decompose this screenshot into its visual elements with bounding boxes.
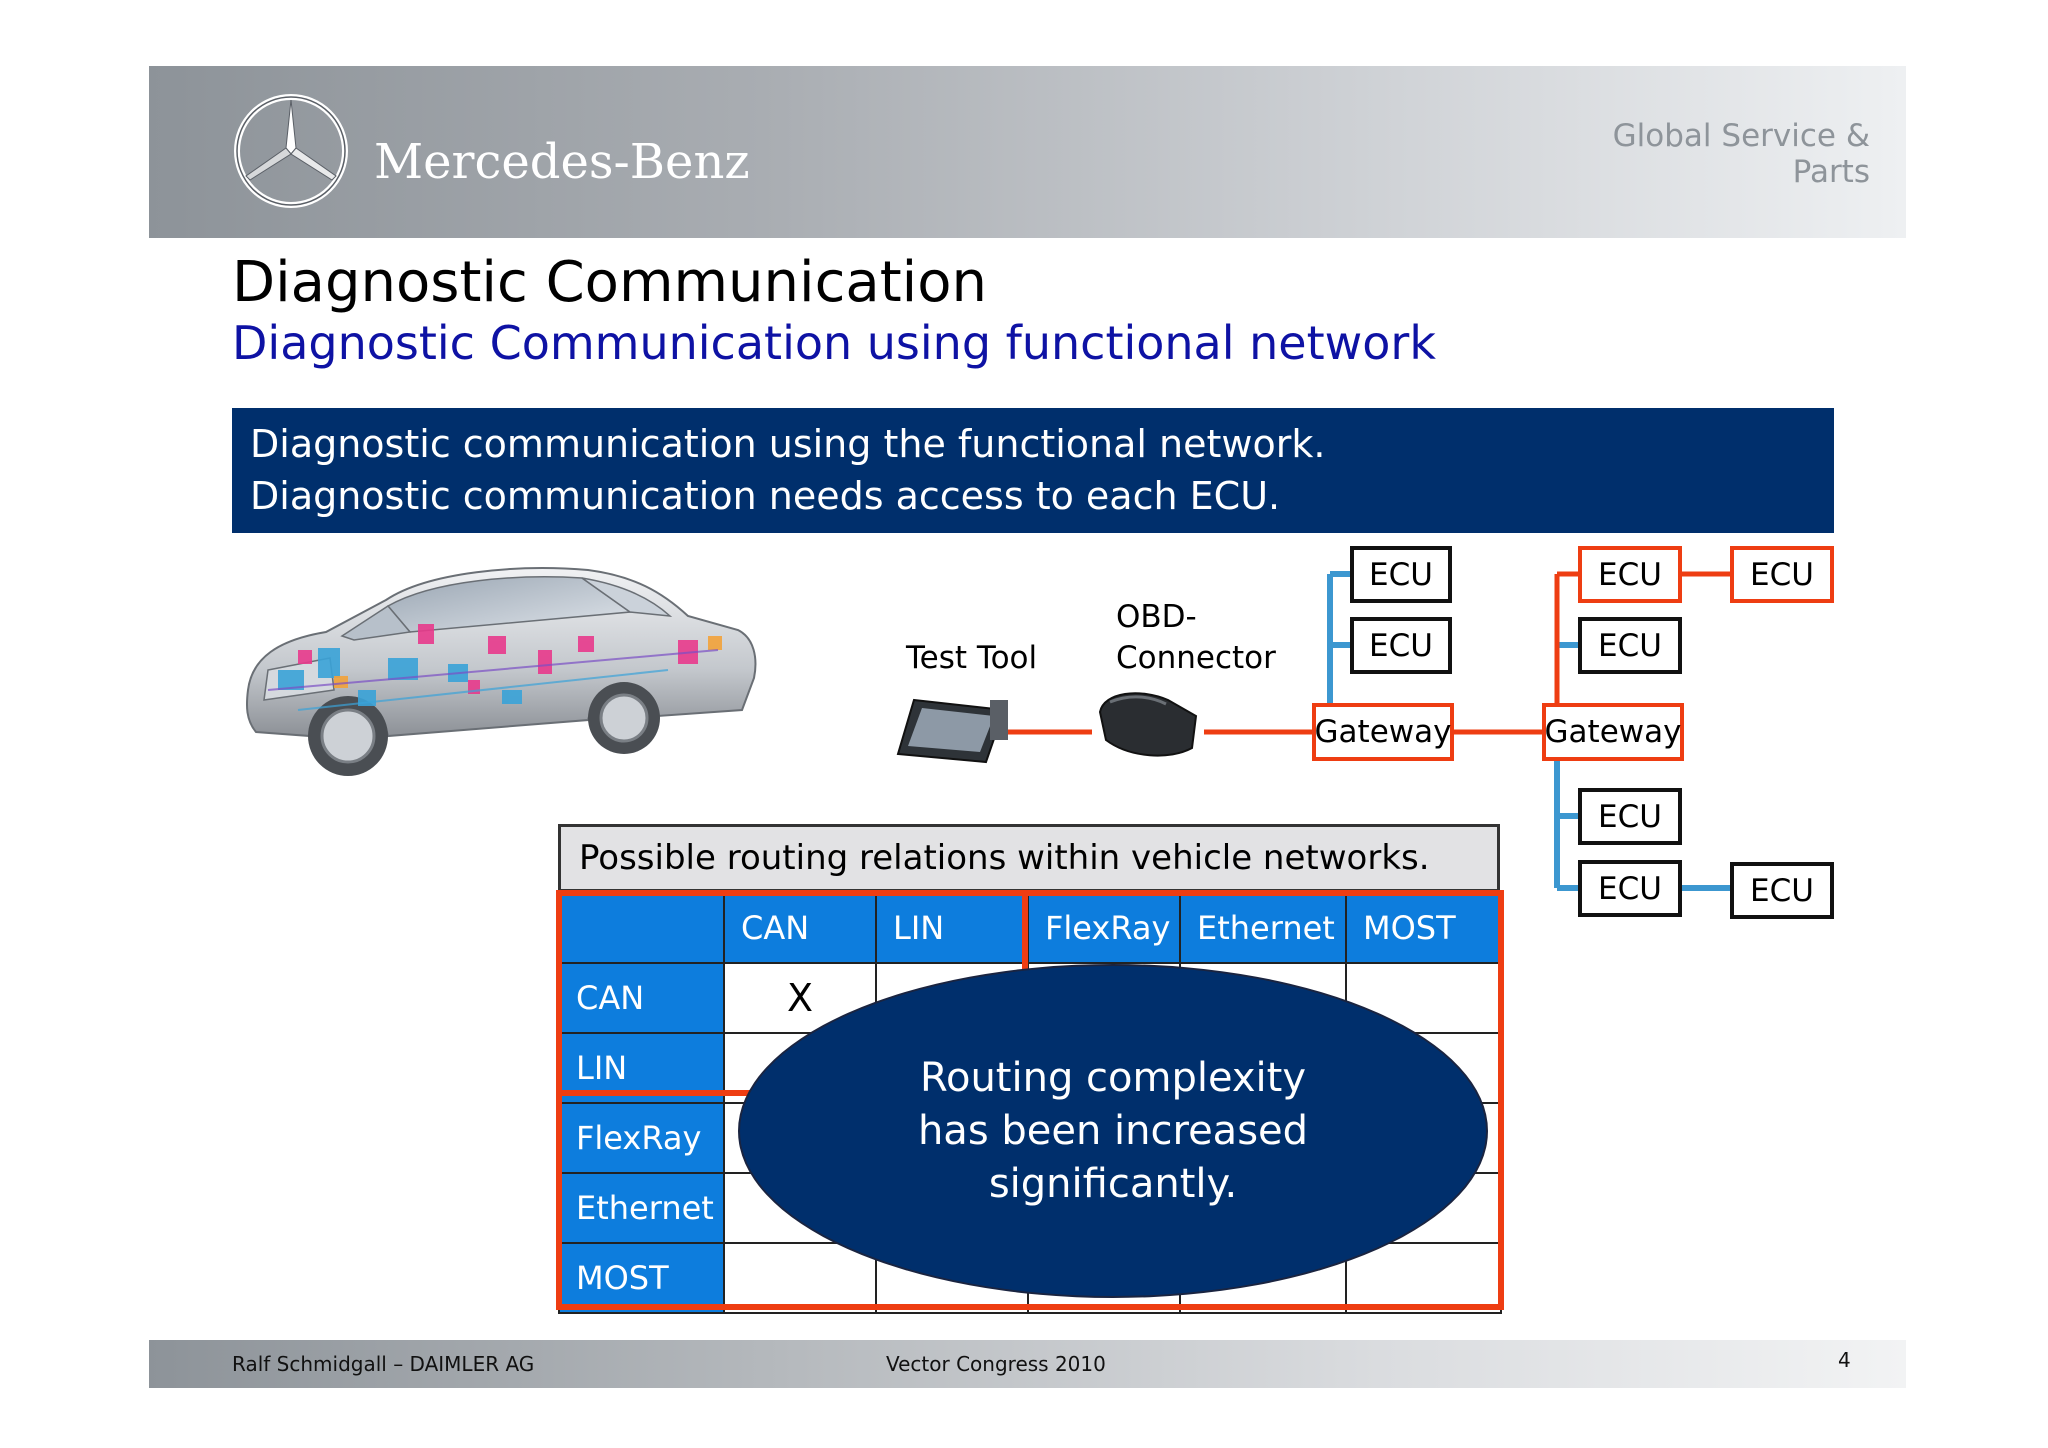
table-cell bbox=[723, 1242, 877, 1314]
ecu-g2-second: ECU bbox=[1578, 617, 1682, 674]
ecu-g2-lower-right: ECU bbox=[1730, 862, 1834, 919]
ecu-g1-top: ECU bbox=[1350, 546, 1452, 603]
obd-label-line2: Connector bbox=[1116, 640, 1276, 676]
blue-links bbox=[1327, 571, 1730, 891]
ecu-g2-top: ECU bbox=[1578, 546, 1682, 603]
col-header: LIN bbox=[875, 892, 1029, 964]
brand-name: Mercedes-Benz bbox=[374, 134, 750, 190]
division-label: Global Service & Parts bbox=[1612, 118, 1870, 190]
row-header: MOST bbox=[558, 1242, 725, 1314]
corner-cell bbox=[558, 892, 725, 964]
page-subtitle: Diagnostic Communication using functiona… bbox=[232, 316, 1436, 370]
table-header-row: CAN LIN FlexRay Ethernet MOST bbox=[558, 892, 1502, 964]
test-tool-label: Test Tool bbox=[906, 640, 1038, 676]
info-line-1: Diagnostic communication using the funct… bbox=[250, 422, 1326, 466]
callout-text: Routing complexity has been increased si… bbox=[740, 1052, 1486, 1211]
vehicle-illustration bbox=[246, 567, 757, 776]
row-header: Ethernet bbox=[558, 1172, 725, 1244]
info-box: Diagnostic communication using the funct… bbox=[232, 408, 1834, 533]
footer-author: Ralf Schmidgall – DAIMLER AG bbox=[232, 1352, 535, 1376]
callout-line-3: significantly. bbox=[988, 1161, 1238, 1207]
callout-ellipse: Routing complexity has been increased si… bbox=[738, 964, 1488, 1298]
page-title: Diagnostic Communication bbox=[232, 250, 987, 315]
test-tool-icon bbox=[896, 698, 1008, 764]
footer-bar bbox=[149, 1340, 1906, 1388]
col-header: MOST bbox=[1345, 892, 1502, 964]
ecu-g2-lower1: ECU bbox=[1578, 788, 1682, 845]
callout-line-1: Routing complexity bbox=[919, 1055, 1307, 1101]
row-header: LIN bbox=[558, 1032, 725, 1104]
ecu-g1-second: ECU bbox=[1350, 617, 1452, 674]
col-header: CAN bbox=[723, 892, 877, 964]
ecu-g2-lower2: ECU bbox=[1578, 860, 1682, 917]
routing-caption: Possible routing relations within vehicl… bbox=[558, 824, 1500, 892]
gateway-2: Gateway bbox=[1542, 703, 1684, 761]
info-line-2: Diagnostic communication needs access to… bbox=[250, 474, 1281, 518]
col-header: FlexRay bbox=[1027, 892, 1181, 964]
obd-label-line1: OBD- bbox=[1116, 599, 1197, 635]
page-number: 4 bbox=[1838, 1348, 1851, 1372]
row-header: FlexRay bbox=[558, 1102, 725, 1174]
row-header: CAN bbox=[558, 962, 725, 1034]
mercedes-star-logo-icon bbox=[234, 94, 348, 208]
red-links bbox=[1004, 571, 1730, 735]
ecu-g2-top-right: ECU bbox=[1730, 546, 1834, 603]
gateway-1: Gateway bbox=[1312, 703, 1454, 761]
obd-connector-icon bbox=[1098, 692, 1198, 757]
callout-line-2: has been increased bbox=[917, 1108, 1309, 1154]
col-header: Ethernet bbox=[1179, 892, 1347, 964]
table-cell bbox=[1345, 1242, 1502, 1314]
footer-event: Vector Congress 2010 bbox=[886, 1352, 1106, 1376]
header-banner bbox=[149, 66, 1906, 238]
